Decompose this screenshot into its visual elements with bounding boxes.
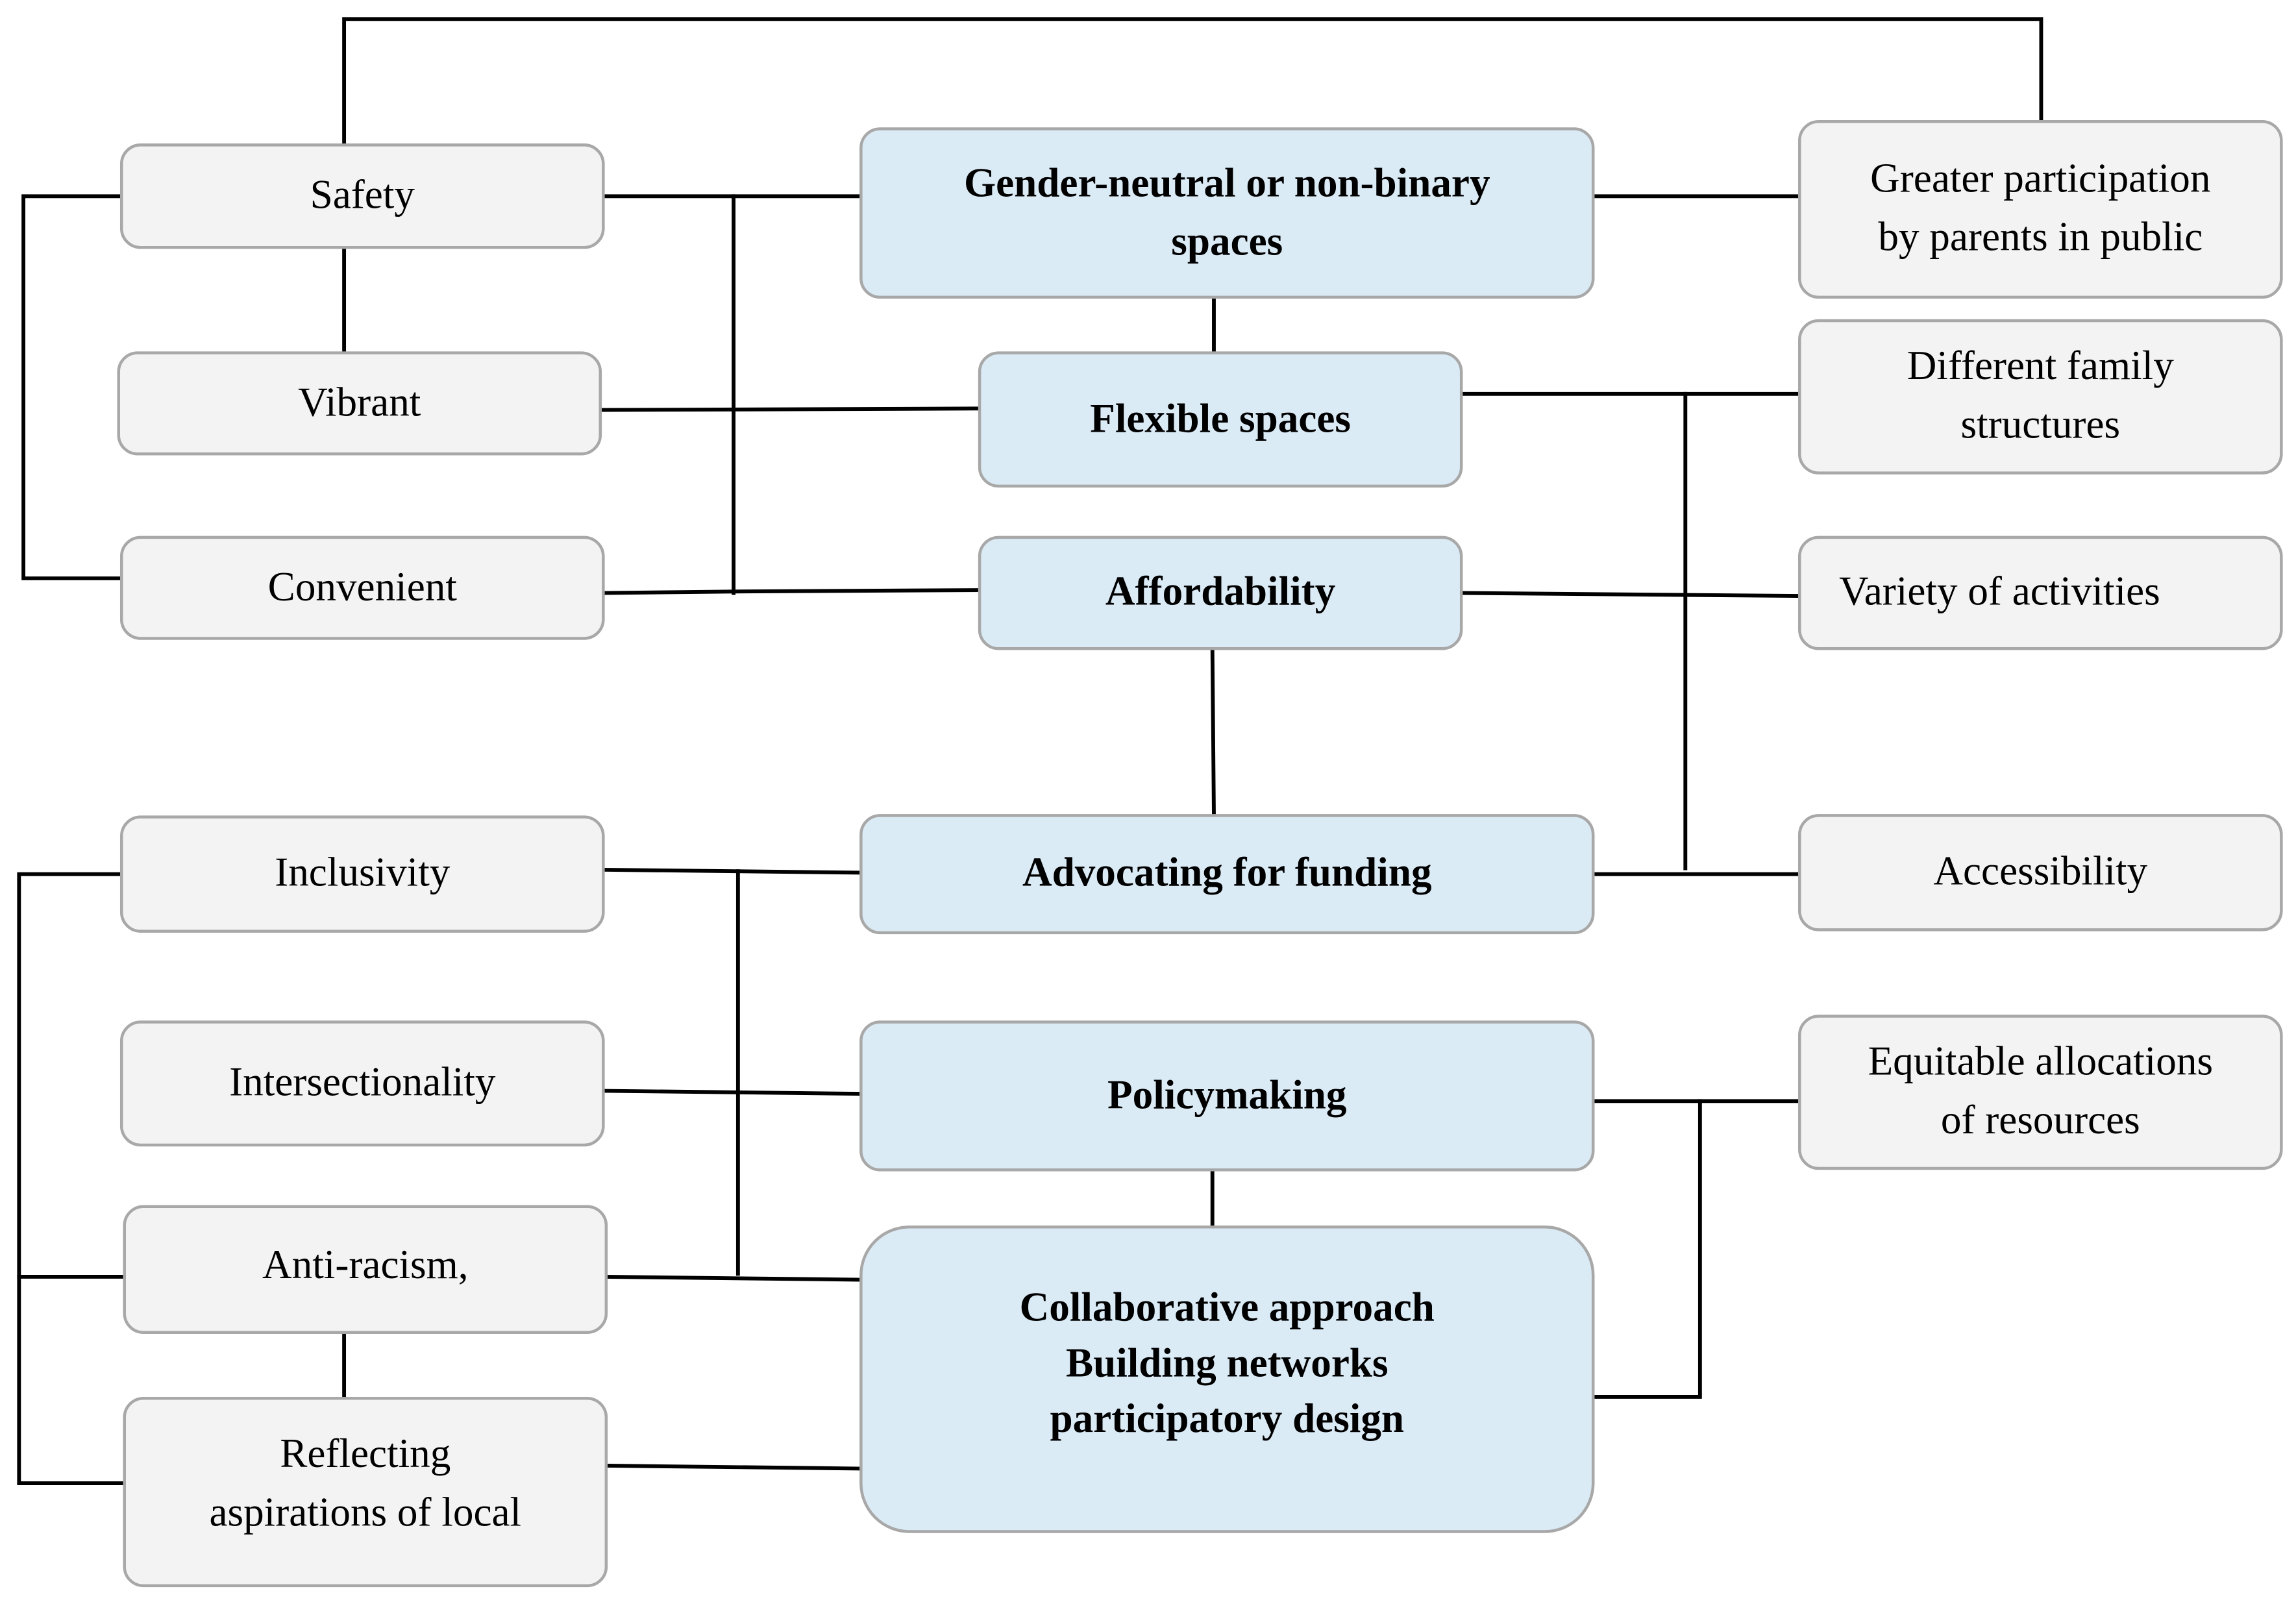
node-gender-neutral-label: Gender-neutral or non-binary spaces xyxy=(963,160,1490,265)
node-accessibility: Accessibility xyxy=(1797,814,2283,931)
node-gender-neutral: Gender-neutral or non-binary spaces xyxy=(859,127,1595,299)
connector-safety-convenient-bracket xyxy=(21,194,122,580)
node-affordability-label: Affordability xyxy=(1105,569,1336,615)
node-reflecting: Reflecting aspirations of local xyxy=(123,1396,608,1588)
node-different-family-label: Different family structures xyxy=(1907,344,2174,449)
connector-safety-greater-participation xyxy=(342,17,2043,145)
node-equitable-allocations-label: Equitable allocations of resources xyxy=(1868,1039,2214,1144)
node-inclusivity: Inclusivity xyxy=(119,815,605,933)
connector-convenient-affordability xyxy=(602,588,982,595)
node-affordability: Affordability xyxy=(978,536,1463,650)
connector-collaborative-equitable xyxy=(1592,1099,1702,1399)
node-advocating-funding-label: Advocating for funding xyxy=(1022,850,1432,896)
node-collaborative-label: Collaborative approach Building networks… xyxy=(1019,1285,1435,1442)
node-collaborative: Collaborative approach Building networks… xyxy=(859,1226,1595,1533)
node-flexible-spaces-label: Flexible spaces xyxy=(1090,396,1351,442)
connector-affordability-advocating xyxy=(1210,648,1216,817)
node-convenient-label: Convenient xyxy=(267,564,457,610)
node-safety: Safety xyxy=(119,143,605,249)
connector-antiracism-collaborative xyxy=(604,1275,862,1282)
node-different-family: Different family structures xyxy=(1797,319,2283,474)
node-intersectionality-label: Intersectionality xyxy=(229,1060,496,1106)
connector-inclusivity-advocating xyxy=(601,867,862,875)
connector-lower-left-bracket xyxy=(17,872,125,1485)
node-anti-racism-label: Anti-racism, xyxy=(262,1243,469,1289)
node-greater-participation-label: Greater participation by parents in publ… xyxy=(1870,156,2211,261)
node-policymaking-label: Policymaking xyxy=(1107,1072,1347,1118)
node-anti-racism: Anti-racism, xyxy=(123,1205,608,1334)
node-vibrant-label: Vibrant xyxy=(298,380,421,426)
node-greater-participation: Greater participation by parents in publ… xyxy=(1797,119,2283,299)
node-policymaking: Policymaking xyxy=(859,1020,1595,1172)
node-vibrant: Vibrant xyxy=(117,351,602,456)
node-variety-activities-label: Variety of activities xyxy=(1839,569,2160,615)
node-flexible-spaces: Flexible spaces xyxy=(978,351,1463,488)
node-safety-label: Safety xyxy=(310,173,415,219)
connector-affordability-variety xyxy=(1461,591,1800,598)
node-reflecting-label: Reflecting aspirations of local xyxy=(209,1432,522,1536)
node-intersectionality: Intersectionality xyxy=(119,1020,605,1147)
node-equitable-allocations: Equitable allocations of resources xyxy=(1797,1015,2283,1170)
node-advocating-funding: Advocating for funding xyxy=(859,814,1595,935)
node-convenient: Convenient xyxy=(119,536,605,640)
node-variety-activities: Variety of activities xyxy=(1797,536,2283,650)
node-accessibility-label: Accessibility xyxy=(1933,849,2148,895)
connector-intersectionality-policymaking xyxy=(601,1089,862,1096)
connector-reflecting-collaborative xyxy=(606,1463,862,1471)
connector-vibrant-flexible xyxy=(600,406,982,412)
node-inclusivity-label: Inclusivity xyxy=(275,850,451,896)
